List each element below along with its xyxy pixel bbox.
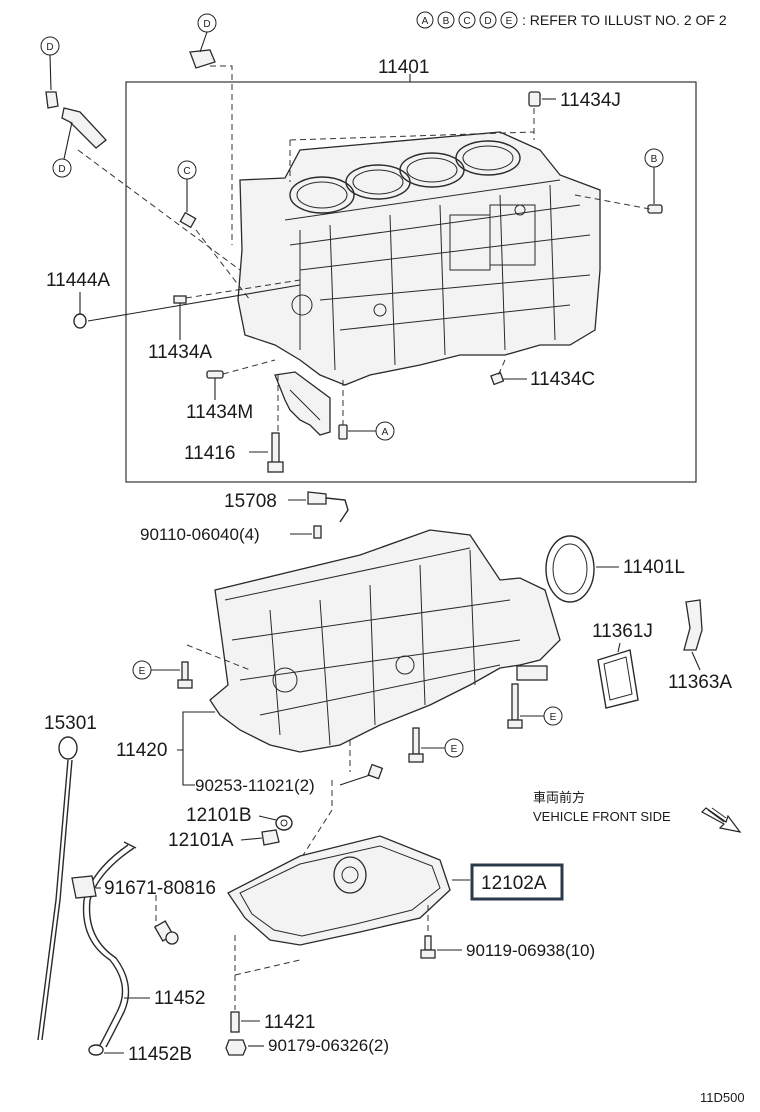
label-90179: 90179-06326(2): [268, 1036, 389, 1055]
cylinder-block-frame: [125, 81, 697, 483]
label-11401: 11401: [378, 57, 429, 78]
svg-text:D: D: [484, 16, 491, 27]
oring-11444A: [73, 313, 87, 329]
label-15708: 15708: [224, 491, 277, 512]
pin-a: [338, 424, 348, 440]
crankcase-drawing: [209, 529, 561, 753]
plug-c: [179, 211, 197, 229]
bolt-11416: [267, 432, 284, 473]
bearing-cap-drawing: [274, 371, 331, 436]
plug-90253-drawing: [367, 763, 384, 780]
label-11434C: 11434C: [530, 369, 595, 390]
label-12101A: 12101A: [168, 830, 234, 851]
label-90253: 90253-11021(2): [195, 776, 315, 795]
dipstick-15301-drawing: [37, 736, 78, 1041]
direction-jp: 車両前方: [533, 790, 585, 805]
label-90110: 90110-06040(4): [140, 525, 260, 544]
callout-d-top: D: [197, 13, 217, 53]
label-11421: 11421: [264, 1012, 315, 1033]
svg-text:A: A: [422, 16, 429, 27]
front-arrow-icon: [701, 807, 742, 833]
svg-text:C: C: [463, 16, 470, 27]
bolt-e-mid: [408, 727, 424, 763]
callout-a: A: [348, 421, 395, 441]
bolt-e-right: [507, 683, 523, 729]
bolt-90119-drawing: [420, 935, 436, 959]
label-12101B: 12101B: [186, 805, 252, 826]
washer-12101B-drawing: [275, 815, 293, 831]
callout-d-lower: D: [52, 121, 73, 178]
label-91671: 91671-80816: [104, 878, 216, 899]
label-11444A: 11444A: [46, 270, 110, 291]
pin-11434A: [173, 295, 187, 304]
bolt-91671-drawing: [153, 920, 179, 945]
nut-90179-drawing: [225, 1039, 247, 1056]
guide-11452-drawing: [71, 841, 137, 1056]
callout-e-right: E: [520, 706, 563, 726]
refer-note: A B C D E : REFER TO ILLUST NO. 2 OF 2: [416, 11, 727, 29]
label-11416: 11416: [184, 443, 235, 464]
refer-circle-c: C: [458, 11, 476, 29]
callout-b: B: [644, 148, 664, 204]
svg-text:D: D: [58, 164, 65, 175]
svg-text:D: D: [203, 19, 210, 30]
knock-sensor-drawing: [45, 49, 216, 149]
label-15301: 15301: [44, 713, 97, 734]
svg-text:E: E: [550, 712, 557, 723]
label-90119: 90119-06938(10): [466, 941, 595, 960]
callout-e-left: E: [132, 660, 180, 680]
pin-b: [647, 204, 663, 214]
label-12102A: 12102A: [481, 873, 547, 894]
refer-circle-b: B: [437, 11, 455, 29]
label-11434J: 11434J: [560, 90, 621, 111]
stud-11421-drawing: [230, 1011, 240, 1033]
label-11361J: 11361J: [592, 621, 653, 642]
oil-seal-11401L-drawing: [545, 535, 595, 603]
bolt-e-left: [177, 661, 193, 689]
svg-text:D: D: [46, 42, 53, 53]
oil-pan-12102A-drawing: [227, 835, 451, 946]
svg-text:E: E: [451, 744, 458, 755]
diagram-id: 11D500: [700, 1090, 745, 1105]
label-11363A: 11363A: [668, 672, 732, 693]
pin-11434J: [528, 91, 541, 107]
middle-guide-lines: [186, 644, 351, 861]
svg-text:A: A: [382, 427, 389, 438]
seal-11363A-drawing: [683, 599, 703, 651]
label-11401L: 11401L: [623, 557, 685, 578]
direction-en: VEHICLE FRONT SIDE: [533, 809, 671, 824]
highlight-box-12102A: [470, 863, 564, 901]
refer-circle-a: A: [416, 11, 434, 29]
label-11452B: 11452B: [128, 1044, 192, 1065]
refer-note-text: : REFER TO ILLUST NO. 2 OF 2: [522, 12, 727, 28]
svg-text:B: B: [443, 16, 450, 27]
svg-text:E: E: [506, 16, 513, 27]
cylinder-block-drawing: [237, 131, 601, 386]
svg-text:B: B: [651, 154, 658, 165]
upper-guide-lines: [77, 65, 651, 435]
callout-d-left: D: [40, 36, 60, 91]
refer-circle-e: E: [500, 11, 518, 29]
callout-c: C: [177, 160, 197, 212]
plug-11434C: [490, 371, 505, 386]
plug-12101A-drawing: [261, 829, 280, 846]
gasket-11361J-drawing: [597, 649, 639, 709]
svg-text:C: C: [183, 166, 190, 177]
sensor-15708-drawing: [307, 491, 349, 539]
refer-circle-d: D: [479, 11, 497, 29]
callout-e-mid: E: [421, 738, 464, 758]
label-11434A: 11434A: [148, 342, 212, 363]
pin-11434M: [206, 370, 224, 379]
label-11452: 11452: [154, 988, 205, 1009]
label-11434M: 11434M: [186, 402, 253, 423]
svg-text:E: E: [139, 666, 146, 677]
label-11420: 11420: [116, 740, 167, 761]
